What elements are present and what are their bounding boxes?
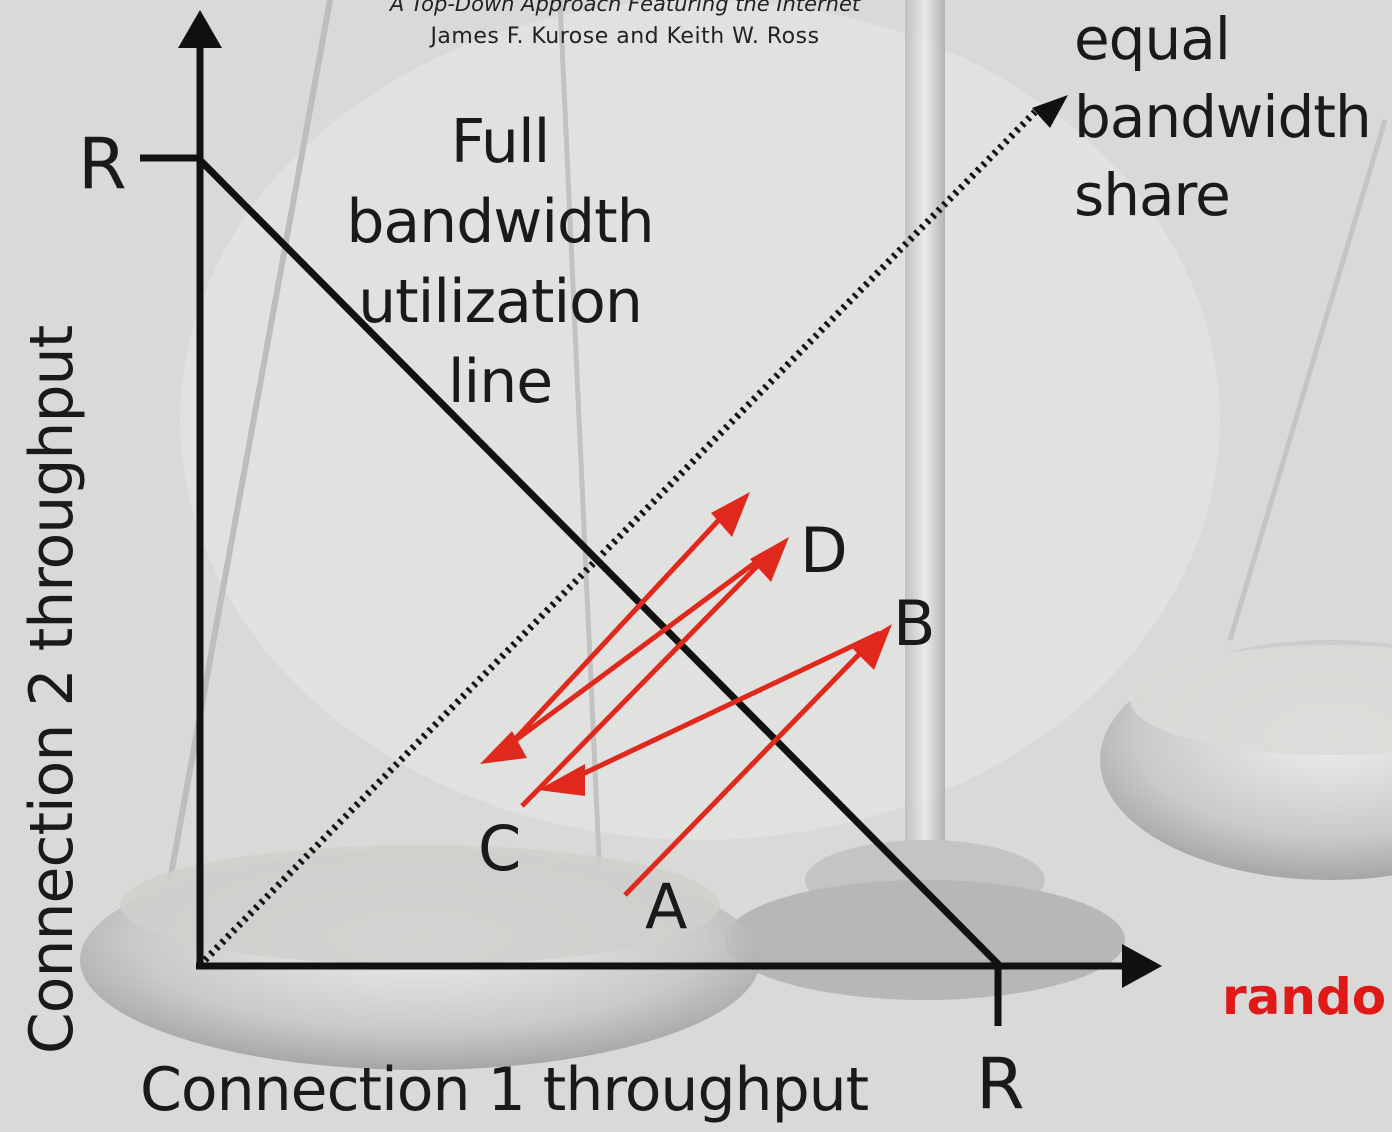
full-utilization-label: Full bandwidth utilization line — [320, 102, 680, 422]
book-title: A Top-Down Approach Featuring the Intern… — [330, 0, 920, 16]
x-axis-label: Connection 1 throughput — [140, 1050, 900, 1130]
y-axis-label: Connection 2 throughput — [12, 310, 92, 1070]
full-utilization-label-line4: line — [320, 342, 680, 422]
point-label-b: B — [893, 587, 936, 660]
equal-share-label-line3: share — [1074, 156, 1392, 234]
equal-share-label-line1: equal — [1074, 0, 1392, 78]
arrow-c-to-d — [522, 553, 770, 806]
full-utilization-label-line1: Full — [320, 102, 680, 182]
arrow-back-to-up-head — [711, 492, 750, 537]
arrow-a-to-b-head — [852, 624, 892, 670]
point-label-a: A — [645, 870, 687, 943]
point-label-c: C — [478, 812, 521, 885]
random-text: rando — [1222, 968, 1386, 1026]
x-axis-arrowhead — [1122, 944, 1162, 988]
equal-share-arrowhead — [1032, 95, 1068, 128]
equal-share-label-line2: bandwidth — [1074, 78, 1392, 156]
x-max-label: R — [976, 1043, 1025, 1125]
full-utilization-label-line3: utilization — [320, 262, 680, 342]
book-authors: James F. Kurose and Keith W. Ross — [330, 24, 920, 49]
full-utilization-label-line2: bandwidth — [320, 182, 680, 262]
y-max-label: R — [78, 123, 127, 205]
arrow-d-to-back — [505, 548, 775, 748]
point-label-d: D — [800, 514, 848, 587]
y-axis-arrowhead — [178, 10, 222, 48]
arrow-a-to-b — [625, 640, 873, 895]
equal-share-label: equal bandwidth share — [1074, 0, 1392, 234]
